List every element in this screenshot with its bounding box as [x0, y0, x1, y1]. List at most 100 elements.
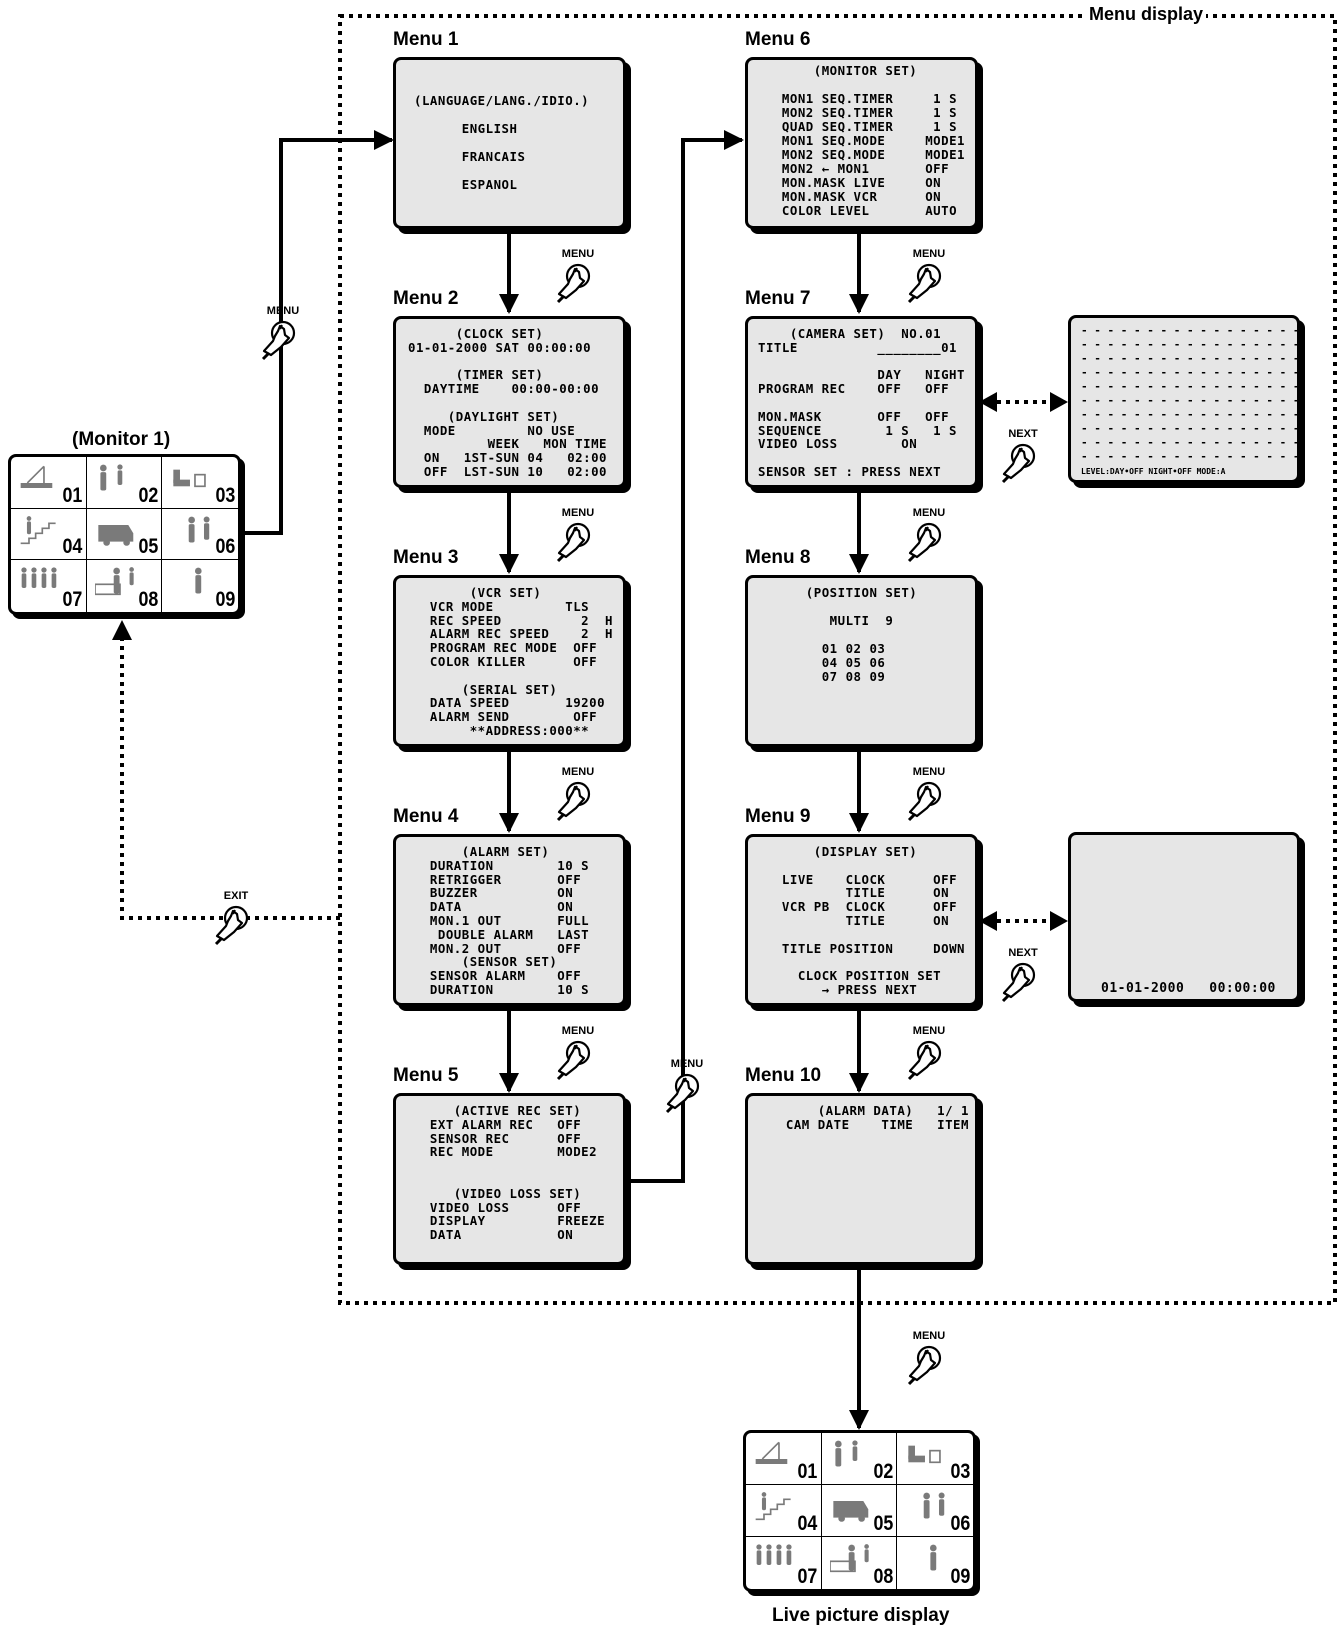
menu-9-text: (DISPLAY SET) LIVE CLOCK OFF TITLE ON VC… — [781, 844, 965, 997]
camera-number: 02 — [873, 1460, 894, 1483]
camera-number: 01 — [797, 1460, 818, 1483]
mask-grid: - - - - - - - - - - - - - - - - - - - - … — [1081, 324, 1300, 463]
menu-button-label: MENU — [912, 766, 946, 778]
camera-scene-icon — [170, 463, 212, 502]
camera-number: 03 — [215, 483, 235, 507]
camera-tile: 07 — [746, 1537, 822, 1589]
menu-button-label: MENU — [670, 1058, 704, 1070]
camera-tile: 05 — [821, 1485, 898, 1537]
camera-tile: 03 — [897, 1433, 973, 1485]
next-button-hand-icon — [1001, 962, 1036, 1003]
camera-mask-screen: - - - - - - - - - - - - - - - - - - - - … — [1068, 315, 1300, 483]
camera-number: 07 — [62, 587, 83, 611]
camera-scene-icon — [828, 1543, 872, 1582]
camera-number: 07 — [797, 1565, 818, 1588]
menu-4-text: (ALARM SET) DURATION 10 S RETRIGGER OFF … — [429, 844, 590, 997]
menu-button-label: MENU — [266, 305, 300, 317]
menu-3-text: (VCR SET) VCR MODE TLS REC SPEED 2 H ALA… — [429, 585, 613, 738]
next-button-hand-icon — [1001, 443, 1036, 484]
camera-number: 04 — [797, 1512, 818, 1535]
camera-tile: 01 — [11, 457, 87, 509]
menu-9-screen: (DISPLAY SET) LIVE CLOCK OFF TITLE ON VC… — [745, 834, 978, 1006]
menu-button-label: MENU — [912, 1025, 946, 1037]
menu-3-screen: (VCR SET) VCR MODE TLS REC SPEED 2 H ALA… — [393, 575, 626, 747]
camera-scene-icon — [170, 515, 212, 554]
menu-5-text: (ACTIVE REC SET) EXT ALARM REC OFF SENSO… — [429, 1103, 606, 1243]
camera-number: 03 — [950, 1460, 970, 1483]
camera-scene-icon — [95, 463, 137, 502]
camera-tile: 04 — [11, 508, 87, 561]
menu-7-text: (CAMERA SET) NO.01 TITLE ________01 DAY … — [758, 326, 965, 479]
camera-scene-icon — [19, 515, 61, 554]
camera-tile: 06 — [897, 1485, 973, 1537]
live-display-label: Live picture display — [772, 1605, 950, 1626]
camera-tile: 08 — [87, 560, 163, 612]
menu-button-label: MENU — [912, 248, 946, 260]
menu-6-screen: (MONITOR SET) MON1 SEQ.TIMER 1 S MON2 SE… — [745, 57, 978, 229]
menu-8-text: (POSITION SET) MULTI 9 01 02 03 04 05 06… — [805, 585, 918, 684]
menu-button-hand-icon — [556, 781, 591, 822]
menu-6-text: (MONITOR SET) MON1 SEQ.TIMER 1 S MON2 SE… — [781, 63, 965, 218]
menu-button-hand-icon — [907, 522, 942, 563]
menu-1-text: (LANGUAGE/LANG./IDIO.) ENGLISH FRANCAIS … — [414, 93, 590, 192]
camera-scene-icon — [830, 1439, 872, 1478]
camera-number: 05 — [873, 1512, 894, 1535]
camera-scene-icon — [905, 1439, 947, 1478]
menu-5-screen: (ACTIVE REC SET) EXT ALARM REC OFF SENSO… — [393, 1093, 626, 1265]
menu-1-title: Menu 1 — [393, 29, 459, 50]
menu-10-title: Menu 10 — [745, 1065, 822, 1086]
camera-scene-icon — [754, 1439, 796, 1478]
arrow-exit-to-monitor — [120, 625, 340, 920]
menu-button-hand-icon — [907, 263, 942, 304]
menu-10-text: (ALARM DATA) 1/ 1 CAM DATE TIME ITEM — [785, 1103, 969, 1132]
monitor1-label: (Monitor 1) — [72, 429, 171, 450]
menu-button-label: MENU — [912, 507, 946, 519]
camera-tile: 06 — [162, 509, 238, 561]
camera-scene-icon — [19, 566, 61, 605]
menu-9-title: Menu 9 — [745, 806, 811, 827]
mask-footer: LEVEL:DAY•OFF NIGHT•OFF MODE:A — [1081, 467, 1226, 476]
menu-5-title: Menu 5 — [393, 1065, 459, 1086]
menu-2-title: Menu 2 — [393, 288, 459, 309]
menu-button-label: MENU — [561, 507, 595, 519]
menu-button-hand-icon — [665, 1073, 700, 1114]
camera-scene-icon — [170, 566, 212, 605]
arrow-menu5-to-menu6 — [627, 130, 744, 1183]
next-arrowhead-menu7-right — [1050, 392, 1068, 412]
menu-7-screen: (CAMERA SET) NO.01 TITLE ________01 DAY … — [745, 316, 978, 488]
menu-8-screen: (POSITION SET) MULTI 9 01 02 03 04 05 06… — [745, 575, 978, 747]
menu-button-hand-icon — [907, 781, 942, 822]
menu-button-hand-icon — [556, 1040, 591, 1081]
camera-scene-icon — [830, 1491, 872, 1530]
camera-scene-icon — [93, 566, 137, 605]
next-button-label: NEXT — [1008, 947, 1038, 959]
camera-number: 01 — [62, 483, 83, 507]
camera-tile: 08 — [822, 1537, 898, 1589]
exit-arrowhead — [112, 620, 132, 640]
menu-4-screen: (ALARM SET) DURATION 10 S RETRIGGER OFF … — [393, 834, 626, 1006]
exit-button-hand-icon — [214, 905, 249, 946]
menu-3-title: Menu 3 — [393, 547, 459, 568]
menu-display-label: Menu display — [1086, 4, 1207, 25]
camera-scene-icon — [905, 1543, 947, 1582]
menu-button-hand-icon — [261, 320, 296, 361]
menu-button-label: MENU — [912, 1330, 946, 1342]
camera-tile: 03 — [162, 457, 238, 509]
camera-scene-icon — [19, 463, 61, 502]
menu-button-hand-icon — [556, 522, 591, 563]
menu-1-screen: (LANGUAGE/LANG./IDIO.) ENGLISH FRANCAIS … — [393, 57, 626, 229]
next-button-label: NEXT — [1008, 428, 1038, 440]
menu-4-title: Menu 4 — [393, 806, 459, 827]
menu-button-hand-icon — [556, 263, 591, 304]
menu-8-title: Menu 8 — [745, 547, 811, 568]
camera-tile: 02 — [821, 1433, 898, 1485]
menu-2-text: (CLOCK SET) 01-01-2000 SAT 00:00:00 (TIM… — [408, 326, 607, 479]
camera-number: 05 — [138, 535, 159, 559]
camera-tile: 09 — [162, 560, 238, 612]
camera-tile: 09 — [897, 1537, 973, 1589]
clock-text: 01-01-2000 00:00:00 — [1101, 981, 1276, 996]
camera-number: 09 — [950, 1565, 970, 1588]
menu-2-screen: (CLOCK SET) 01-01-2000 SAT 00:00:00 (TIM… — [393, 316, 626, 488]
